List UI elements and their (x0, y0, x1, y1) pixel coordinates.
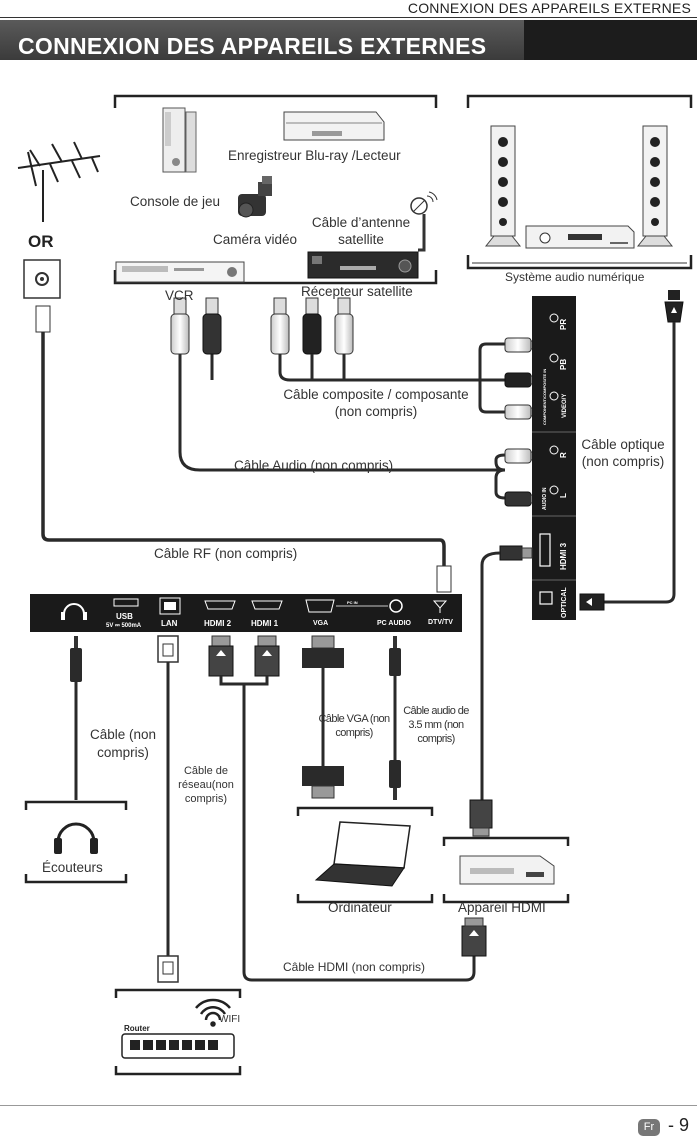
speaker-right-icon (636, 125, 674, 247)
section-title: CONNEXION DES APPAREILS EXTERNES (18, 33, 487, 59)
port-label-hdmi3: HDMI 3 (559, 542, 568, 570)
port-label-usb-spec: 5V ⎓ 500mA (106, 623, 142, 629)
port-label-l: L (559, 493, 568, 498)
game-console-icon (162, 107, 197, 173)
label-camera: Caméra vidéo (213, 232, 298, 247)
port-label-pc-in: PC IN (347, 600, 358, 605)
satellite-dish-icon (410, 191, 438, 215)
label-console: Console de jeu (130, 194, 221, 209)
dvd-player-icon (459, 855, 555, 885)
label-composite-cable: Câble composite / composante (non compri… (283, 387, 469, 419)
port-label-dtv: DTV/TV (428, 619, 453, 626)
label-headphone-cable: Câble (non compris) (89, 727, 157, 760)
vcr-icon (115, 261, 245, 283)
computer-bracket (296, 806, 434, 904)
port-label-pb: PB (559, 359, 568, 370)
satellite-receiver-icon (307, 251, 419, 279)
port-label-vga: VGA (313, 620, 328, 627)
av-devices-bracket (113, 94, 438, 285)
label-optical-cable: Câble optique (non compris) (581, 437, 665, 469)
or-label: OR (28, 232, 54, 251)
rca-plugs-vcr (170, 297, 505, 472)
label-vga-cable: Câble VGA (non compris) (318, 713, 390, 739)
language-badge: Fr (638, 1119, 660, 1136)
label-vcr: VCR (165, 288, 194, 303)
port-label-pc-audio: PC AUDIO (377, 620, 412, 627)
port-label-audio-in: AUDIO IN (542, 487, 548, 510)
headphone-cable (70, 636, 82, 800)
label-hdmi-cable: Câble HDMI (non compris) (283, 960, 426, 974)
tv-side-panel: PR PB VIDEO/Y COMPONENT/COMPOSITE IN R L… (532, 296, 576, 620)
port-label-lan: LAN (161, 619, 178, 628)
port-label-pr: PR (559, 319, 568, 330)
page-number: - 9 (668, 1115, 690, 1135)
rca-plugs-composite (270, 297, 505, 414)
port-label-hdmi2: HDMI 2 (204, 619, 232, 628)
router-bracket (114, 988, 242, 1076)
port-label-component-in: COMPONENT/COMPOSITE IN (542, 369, 547, 425)
laptop-icon (314, 821, 411, 887)
headphones-icon (54, 822, 98, 854)
label-audio35-cable: Câble audio de 3.5 mm (non compris) (403, 705, 469, 745)
rf-cable (35, 305, 452, 593)
footer-rule (0, 1105, 697, 1106)
label-wifi: WIFI (219, 1014, 241, 1025)
antenna-icon (17, 141, 101, 222)
header-rule (0, 17, 697, 18)
label-bluray: Enregistreur Blu-ray /Lecteur (228, 148, 401, 163)
headphone-jack-icon (63, 603, 85, 615)
vga-cable (302, 635, 344, 799)
label-rf-cable: Câble RF (non compris) (154, 546, 298, 561)
speaker-left-icon (484, 125, 522, 247)
wifi-icon (195, 998, 231, 1027)
audio-system-bracket (466, 94, 693, 270)
port-label-hdmi1: HDMI 1 (251, 619, 279, 628)
hdmi3-cable (469, 545, 533, 837)
label-audio-cable: Câble Audio (non compris) (234, 458, 394, 473)
hdmi-device-bracket (442, 836, 570, 904)
label-satellite-receiver: Récepteur satellite (301, 284, 413, 299)
router-icon: Router (121, 1024, 235, 1059)
label-network-cable: Câble de réseau(non compris) (178, 765, 234, 805)
label-headphones: Écouteurs (42, 860, 103, 875)
bluray-player-icon (283, 111, 385, 141)
satellite-antenna-cable (418, 214, 426, 252)
label-audio-system: Système audio numérique (505, 270, 645, 284)
router-label: Router (124, 1024, 150, 1033)
audio35-cable (389, 636, 401, 800)
running-header: CONNEXION DES APPAREILS EXTERNES (407, 0, 691, 16)
port-label-usb: USB (116, 612, 133, 621)
optical-cable (579, 290, 684, 611)
label-satellite-cable: Câble d’antenne satellite (311, 215, 411, 247)
tv-bottom-panel: PC IN USB 5V ⎓ 500mA LAN HDMI 2 HDMI 1 V… (30, 594, 462, 632)
port-label-optical: OPTICAL (561, 587, 568, 618)
antenna-wall-outlet-icon (23, 259, 61, 299)
label-computer: Ordinateur (328, 900, 392, 915)
section-band (0, 20, 697, 60)
camcorder-icon (238, 176, 272, 218)
headphones-bracket (24, 800, 128, 884)
port-label-r: R (559, 452, 568, 458)
label-hdmi-device: Appareil HDMI (458, 900, 546, 915)
network-cable (157, 635, 179, 983)
av-receiver-icon (525, 225, 635, 249)
port-label-video-y: VIDEO/Y (562, 394, 568, 418)
hdmi-cable (208, 635, 487, 982)
